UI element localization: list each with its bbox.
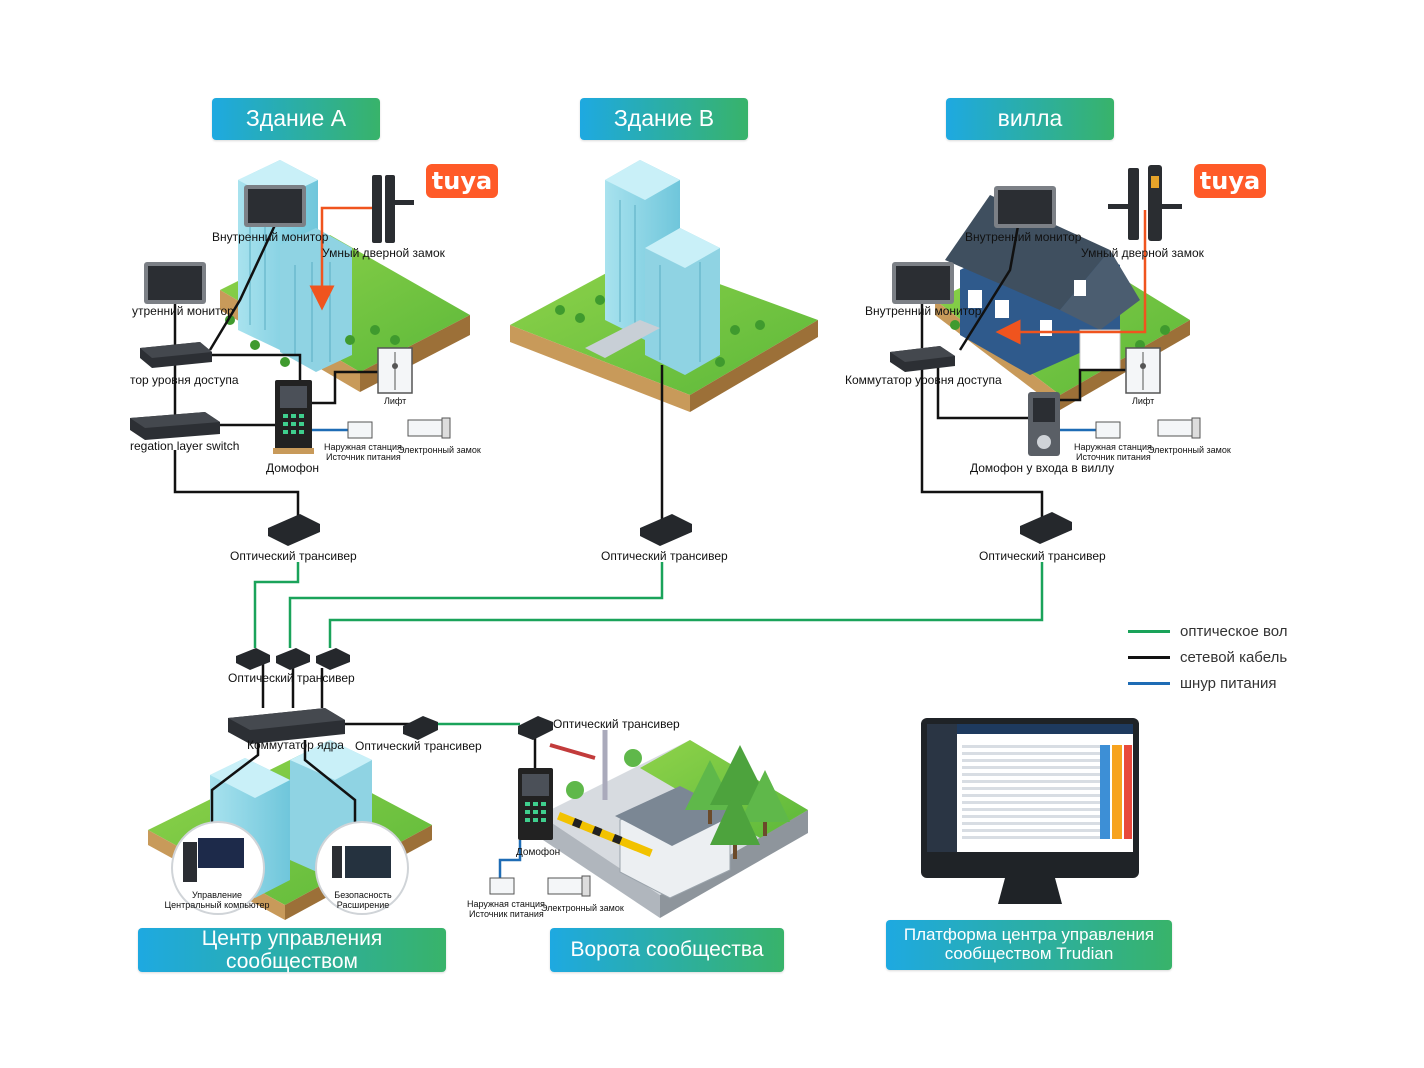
label-aggregation-switch: regation layer switch bbox=[130, 439, 240, 453]
label-outdoor-station: Наружная станция bbox=[467, 899, 545, 909]
electric-lock-icon bbox=[547, 875, 591, 897]
label-optical-transceiver: Оптический трансивер bbox=[553, 717, 680, 731]
fiber-cables bbox=[253, 562, 1044, 726]
intercom-icon bbox=[1028, 392, 1060, 456]
label-lift: Лифт bbox=[1132, 396, 1155, 406]
label-electric-lock: Электронный замок bbox=[398, 445, 481, 455]
building-b-title: Здание B bbox=[580, 98, 748, 140]
label-intercom: Домофон bbox=[266, 461, 320, 475]
access-switch-icon bbox=[140, 342, 212, 368]
label-expansion: Расширение bbox=[336, 900, 390, 910]
control-center-title: Центр управления сообществом bbox=[138, 927, 446, 973]
label-indoor-monitor: Внутренний монитор bbox=[965, 230, 1082, 244]
label-outdoor-station: Наружная станция bbox=[324, 442, 402, 452]
platform-title: Платформа центра управления сообществом … bbox=[886, 920, 1172, 970]
tuya-logo: tuya bbox=[426, 164, 498, 198]
label-power-supply: Источник питания bbox=[326, 452, 401, 462]
label-central-computer: Центральный компьютер bbox=[164, 900, 270, 910]
label-optical-transceiver: Оптический трансивер bbox=[601, 549, 728, 563]
electric-lock-icon bbox=[407, 417, 451, 439]
label-electric-lock: Электронный замок bbox=[541, 903, 624, 913]
legend-item-power: шнур питания bbox=[1128, 670, 1288, 696]
intercom-icon bbox=[273, 380, 314, 454]
lift-icon bbox=[1125, 347, 1161, 394]
building-a-title: Здание A bbox=[212, 98, 380, 140]
legend-swatch bbox=[1128, 629, 1170, 633]
optical-transceiver-icon bbox=[640, 514, 692, 546]
label-electric-lock: Электронный замок bbox=[1148, 445, 1231, 455]
gate-island bbox=[540, 730, 808, 918]
indoor-monitor-icon bbox=[994, 186, 1056, 228]
label-optical-transceiver: Оптический трансивер bbox=[228, 671, 355, 685]
legend-swatch bbox=[1128, 655, 1170, 659]
legend-item-network: сетевой кабель bbox=[1128, 644, 1288, 670]
label-smart-lock: Умный дверной замок bbox=[1081, 246, 1204, 260]
optical-transceiver-icon bbox=[1020, 512, 1072, 544]
villa-title: вилла bbox=[946, 98, 1114, 140]
access-switch-icon bbox=[890, 346, 955, 372]
label-access-switch: Коммутатор уровня доступа bbox=[845, 373, 1002, 387]
optical-transceiver-icon bbox=[276, 648, 310, 670]
indoor-monitor-icon bbox=[144, 262, 206, 304]
label-villa-intercom: Домофон у входа в виллу bbox=[970, 461, 1115, 475]
electric-lock-icon bbox=[1157, 417, 1201, 439]
legend-swatch bbox=[1128, 681, 1170, 685]
label-indoor-monitor: Внутренний монитор bbox=[212, 230, 329, 244]
label-optical-transceiver: Оптический трансивер bbox=[355, 739, 482, 753]
legend-label: оптическое вол bbox=[1180, 622, 1288, 640]
legend: оптическое вол сетевой кабель шнур питан… bbox=[1128, 618, 1288, 696]
label-optical-transceiver: Оптический трансивер bbox=[230, 549, 357, 563]
label-indoor-monitor: утренний монитор bbox=[132, 304, 234, 318]
indoor-monitor-icon bbox=[244, 185, 306, 227]
label-power-supply: Источник питания bbox=[469, 909, 544, 919]
label-gate-intercom: Домофон bbox=[516, 847, 561, 858]
optical-transceiver-icon bbox=[403, 716, 438, 740]
lift-icon bbox=[377, 347, 413, 394]
optical-transceiver-icon bbox=[518, 716, 553, 740]
label-lift: Лифт bbox=[384, 396, 407, 406]
label-smart-lock: Умный дверной замок bbox=[322, 246, 445, 260]
core-switch-icon bbox=[228, 708, 345, 744]
tuya-logo: tuya bbox=[1194, 164, 1266, 198]
label-core-switch: Коммутатор ядра bbox=[247, 738, 344, 752]
power-supply-icon bbox=[347, 421, 373, 439]
platform-monitor-icon bbox=[921, 718, 1139, 904]
label-management: Управление bbox=[191, 890, 243, 900]
label-security: Безопасность bbox=[334, 890, 392, 900]
optical-transceiver-icon bbox=[236, 648, 270, 670]
management-computer-icon bbox=[171, 821, 265, 915]
intercom-icon bbox=[518, 768, 553, 840]
smart-lock-icon bbox=[1108, 165, 1182, 241]
building-a-island bbox=[220, 160, 470, 392]
optical-transceiver-icon bbox=[268, 514, 320, 546]
network-cables bbox=[173, 214, 1128, 850]
indoor-monitor-icon bbox=[892, 262, 954, 304]
label-outdoor-station: Наружная станция bbox=[1074, 442, 1152, 452]
trees bbox=[685, 745, 790, 859]
security-expansion-icon bbox=[315, 821, 409, 915]
power-supply-icon bbox=[1095, 421, 1121, 439]
smart-lock-arrows bbox=[309, 206, 1147, 345]
label-optical-transceiver: Оптический трансивер bbox=[979, 549, 1106, 563]
building-b-island bbox=[510, 160, 818, 412]
power-supply-icon bbox=[489, 877, 515, 895]
smart-lock-icon bbox=[372, 175, 414, 243]
legend-item-fiber: оптическое вол bbox=[1128, 618, 1288, 644]
label-power-supply: Источник питания bbox=[1076, 452, 1151, 462]
aggregation-switch-icon bbox=[130, 412, 220, 440]
gate-title: Ворота сообщества bbox=[550, 928, 784, 972]
label-access-switch: тор уровня доступа bbox=[130, 373, 239, 387]
optical-transceiver-icon bbox=[316, 648, 350, 670]
label-indoor-monitor: Внутренний монитор bbox=[865, 304, 982, 318]
legend-label: сетевой кабель bbox=[1180, 648, 1288, 666]
legend-label: шнур питания bbox=[1180, 674, 1277, 692]
power-cables bbox=[312, 428, 1098, 880]
